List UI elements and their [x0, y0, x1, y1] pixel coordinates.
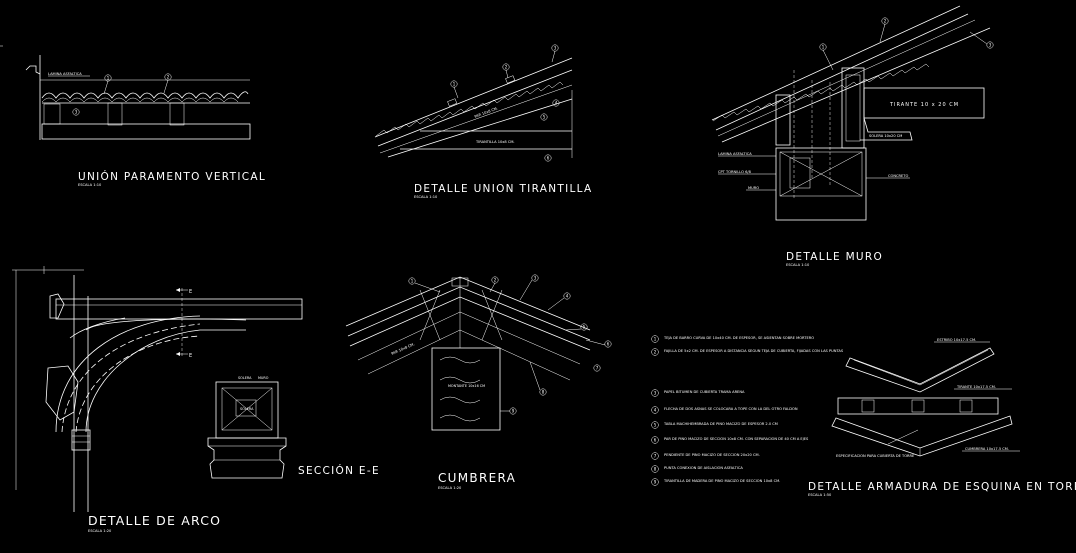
label-armadura-3: CUMBRERA 10x17.5 CM.	[965, 447, 1009, 451]
svg-text:1: 1	[453, 82, 456, 87]
label-tirantilla: TIRANTILLA 10x8 CM.	[475, 140, 515, 144]
scale-armadura: ESCALA 1:50	[808, 493, 832, 497]
svg-text:9: 9	[654, 480, 657, 485]
notes-list: 1 TEJA DE BARRO CURVA DE 10x40 CM. DE ESP…	[651, 335, 844, 486]
note-item: 7 PENDIENTE DE PINO MACIZO DE SECCION 20x…	[651, 452, 760, 460]
svg-text:6: 6	[654, 438, 657, 443]
note-item: 9 TIRANTILLA DE MADERA DE PINO MACIZO DE …	[651, 478, 780, 486]
svg-text:2: 2	[884, 19, 887, 24]
svg-text:6: 6	[607, 342, 610, 347]
svg-text:5: 5	[583, 325, 586, 330]
detail-muro: TIRANTE 10 x 20 CM SOLERA 10x20 CM 1 2 3…	[711, 5, 994, 267]
svg-text:TEJA DE BARRO CURVA DE 10x40 C: TEJA DE BARRO CURVA DE 10x40 CM. DE ESPE…	[663, 336, 814, 340]
svg-text:5: 5	[654, 423, 657, 428]
svg-text:1: 1	[654, 337, 657, 342]
svg-text:PENDIENTE DE PINO MACIZO DE SE: PENDIENTE DE PINO MACIZO DE SECCION 20x2…	[664, 453, 760, 457]
title-seccion: SECCIÓN E-E	[298, 464, 380, 477]
svg-text:8: 8	[542, 390, 545, 395]
svg-text:PAR DE PINO MACIZO DE SECCION: PAR DE PINO MACIZO DE SECCION 10x8 CM. C…	[664, 437, 809, 441]
svg-text:3: 3	[534, 276, 537, 281]
svg-text:7: 7	[596, 366, 599, 371]
svg-text:FLECHA DE DOS ASNAS SE COLOCAR: FLECHA DE DOS ASNAS SE COLOCARA A TOPE C…	[664, 407, 798, 411]
note-item: 3 PAPEL BITUMEN DE CUBIERTA TRAMA ARENA	[651, 389, 745, 397]
label-par-cumbrera: PAR 10x8 CM.	[391, 342, 415, 356]
svg-text:2: 2	[505, 65, 508, 70]
label-muro-1: LAMINA ASFALTICA	[718, 152, 752, 156]
label-lamina: LAMINA ASFALTICA	[48, 72, 82, 76]
svg-text:1: 1	[107, 76, 110, 81]
note-item: 2 FAJILLA DE 5x2 CM. DE ESPESOR A DISTANC…	[651, 348, 844, 356]
title-armadura: DETALLE ARMADURA DE ESQUINA EN TORRE	[808, 481, 1076, 493]
svg-text:TABLA MACHIHEMBRADA DE PINO MA: TABLA MACHIHEMBRADA DE PINO MACIZO DE ES…	[663, 422, 778, 426]
note-item: 8 PUNTA CONEXION DE AISLACION ASFALTICA	[651, 465, 743, 473]
scale-union-paramento: ESCALA 1:10	[78, 183, 102, 187]
svg-text:6: 6	[547, 156, 550, 161]
svg-text:8: 8	[654, 467, 657, 472]
svg-text:SOLERA: SOLERA	[238, 376, 252, 380]
svg-text:2: 2	[654, 350, 657, 355]
detail-union-tirantilla: 1 2 3 4 5 6 PAR 10x8 CM. TIRANTILLA 10x8…	[374, 44, 593, 199]
svg-text:E: E	[189, 289, 192, 295]
title-cumbrera: CUMBRERA	[438, 471, 516, 485]
title-union-tirantilla: DETALLE UNION TIRANTILLA	[414, 183, 593, 195]
svg-text:TIRANTILLA DE MADERA DE PINO M: TIRANTILLA DE MADERA DE PINO MACIZO DE S…	[663, 479, 780, 483]
detail-armadura: ESTRIBO 10x17.5 CM. TIRANTE 10x17.5 CM. …	[808, 338, 1076, 497]
note-item: 4 FLECHA DE DOS ASNAS SE COLOCARA A TOPE …	[651, 406, 798, 414]
svg-text:MURO: MURO	[258, 376, 269, 380]
svg-text:7: 7	[654, 454, 657, 459]
svg-text:PUNTA CONEXION DE AISLACION AS: PUNTA CONEXION DE AISLACION ASFALTICA	[664, 466, 743, 470]
scale-union-tirantilla: ESCALA 1:10	[414, 195, 438, 199]
svg-text:PAPEL BITUMEN DE CUBIERTA TRAM: PAPEL BITUMEN DE CUBIERTA TRAMA ARENA	[664, 390, 745, 394]
scale-arco: ESCALA 1:20	[88, 529, 112, 533]
label-muro-2: CPT TORNILLO 6/8	[718, 170, 752, 174]
label-solera: SOLERA 10x20 CM	[869, 134, 902, 138]
svg-text:4: 4	[555, 101, 558, 106]
svg-text:1: 1	[822, 45, 825, 50]
svg-text:3: 3	[75, 110, 78, 115]
svg-text:4: 4	[566, 294, 569, 299]
detail-cumbrera: MONTANTE 10x16 CM PAR 10x8 CM. 1 2 3 4 5…	[345, 274, 612, 490]
label-armadura-2: TIRANTE 10x17.5 CM.	[956, 385, 996, 389]
detail-seccion-ee: SOLERA MURO SOLERA SECCIÓN E-E	[207, 376, 380, 479]
svg-text:3: 3	[654, 391, 657, 396]
title-arco: DETALLE DE ARCO	[88, 513, 221, 528]
scale-cumbrera: ESCALA 1:20	[438, 486, 462, 490]
label-muro-4: CONCRETO	[888, 174, 908, 178]
label-par: PAR 10x8 CM.	[474, 106, 499, 119]
label-muro-3: MURO	[748, 186, 759, 190]
label-tirante: TIRANTE 10 x 20 CM	[889, 102, 959, 108]
note-item: 6 PAR DE PINO MACIZO DE SECCION 10x8 CM. …	[651, 436, 809, 444]
detail-arco: E E DETALLE DE ARCO ESCALA 1:20	[12, 266, 303, 533]
label-armadura-4: ESPECIFICACION PARA CUBIERTA DE TORRE	[836, 454, 915, 458]
note-item: 1 TEJA DE BARRO CURVA DE 10x40 CM. DE ESP…	[651, 335, 814, 343]
svg-text:4: 4	[654, 408, 657, 413]
svg-text:5: 5	[543, 115, 546, 120]
scale-muro: ESCALA 1:10	[786, 263, 810, 267]
svg-text:1: 1	[411, 279, 414, 284]
note-item: 5 TABLA MACHIHEMBRADA DE PINO MACIZO DE E…	[651, 421, 778, 429]
detail-union-paramento-vertical: 1 2 3 LAMINA ASFALTICA UNIÓN PARAMENTO V…	[25, 55, 266, 187]
title-muro: DETALLE MURO	[786, 251, 883, 263]
svg-text:3: 3	[554, 46, 557, 51]
svg-text:SOLERA: SOLERA	[240, 407, 254, 411]
title-union-paramento: UNIÓN PARAMENTO VERTICAL	[78, 170, 266, 183]
label-montante: MONTANTE 10x16 CM	[448, 384, 485, 388]
svg-text:3: 3	[989, 43, 992, 48]
label-armadura-1: ESTRIBO 10x17.5 CM.	[937, 338, 976, 342]
svg-text:9: 9	[512, 409, 515, 414]
svg-text:FAJILLA DE 5x2 CM. DE ESPESOR: FAJILLA DE 5x2 CM. DE ESPESOR A DISTANCI…	[664, 349, 844, 353]
svg-text:2: 2	[494, 278, 497, 283]
svg-text:2: 2	[167, 75, 170, 80]
svg-text:E: E	[189, 353, 192, 359]
